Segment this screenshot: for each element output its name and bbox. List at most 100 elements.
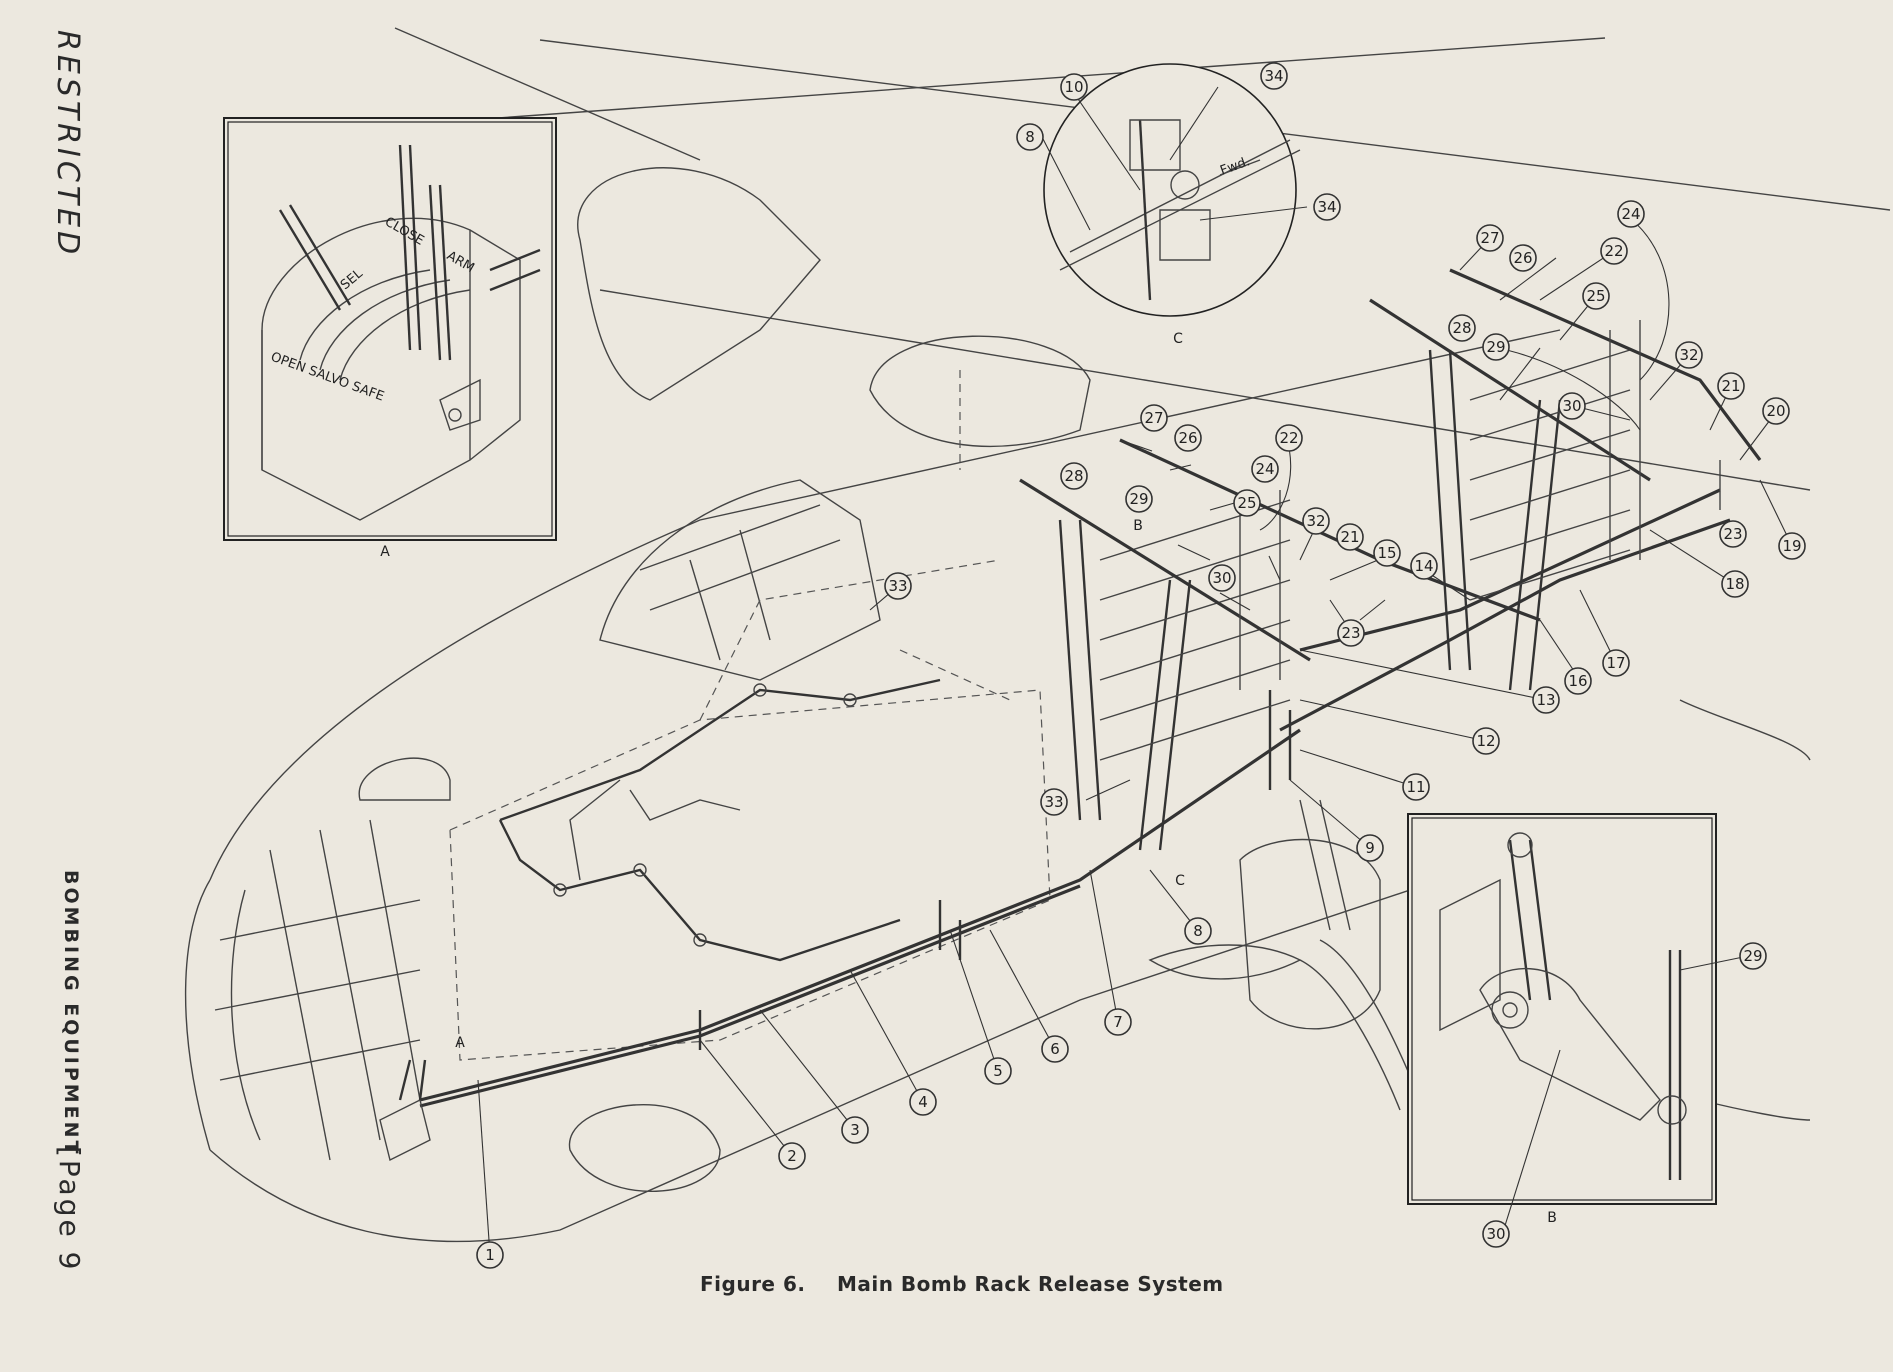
view-marker-b: B [1133,518,1143,534]
svg-text:24: 24 [1255,460,1274,478]
inset-c-detail: Fwd. C [1043,63,1301,347]
callout-4: 4 [909,1088,937,1116]
svg-text:25: 25 [1237,494,1256,512]
callout-26: 26 [1509,244,1537,272]
cable-system [498,678,941,962]
svg-text:26: 26 [1178,429,1197,447]
callout-22: 22 [1600,237,1628,265]
inset-b-detail: B [1407,813,1717,1226]
callout-32-fwd: 32 [1302,507,1330,535]
svg-text:29: 29 [1743,947,1762,965]
callout-30: 30 [1558,392,1586,420]
callout-8: 8 [1184,917,1212,945]
aircraft-outline [184,27,1891,1243]
svg-text:23: 23 [1723,525,1742,543]
callout-13: 13 [1532,686,1560,714]
callout-23: 23 [1719,520,1747,548]
callout-20: 20 [1762,397,1790,425]
callout-33-rack: 33 [1040,788,1068,816]
callout-22-fwd: 22 [1275,424,1303,452]
inset-b-letter: B [1547,1210,1557,1226]
callout-34-top: 34 [1260,62,1288,90]
svg-text:29: 29 [1486,338,1505,356]
figure-caption: Figure 6. Main Bomb Rack Release System [700,1272,1300,1296]
callout-24: 24 [1617,200,1645,228]
bomb-rack-aft [1369,268,1762,691]
callout-12: 12 [1472,727,1500,755]
svg-text:33: 33 [888,577,907,595]
callout-26-fwd: 26 [1174,424,1202,452]
callout-25-fwd: 25 [1233,489,1261,517]
figure-title: Main Bomb Rack Release System [836,1272,1224,1296]
callout-11: 11 [1402,773,1430,801]
svg-text:28: 28 [1452,319,1471,337]
view-marker-c: C [1175,873,1185,889]
callout-30-fwd: 30 [1208,564,1236,592]
svg-text:8: 8 [1025,128,1035,146]
svg-text:10: 10 [1064,78,1083,96]
callout-29-fwd: 29 [1125,485,1153,513]
callout-9: 9 [1356,834,1384,862]
svg-text:34: 34 [1264,67,1283,85]
svg-text:13: 13 [1536,691,1555,709]
svg-text:19: 19 [1782,537,1801,555]
callout-8-inset-c: 8 [1016,123,1044,151]
figure-number: Figure 6. [700,1272,806,1296]
callout-29: 29 [1482,333,1510,361]
svg-text:34: 34 [1317,198,1336,216]
svg-text:33: 33 [1044,793,1063,811]
svg-text:22: 22 [1279,429,1298,447]
inset-a-control-handle: OPEN SALVO SAFE SEL CLOSE ARM A [223,117,557,560]
callout-34-bottom: 34 [1313,193,1341,221]
inset-c-letter: C [1173,331,1183,347]
svg-text:17: 17 [1606,654,1625,672]
callout-27: 27 [1476,224,1504,252]
callout-3: 3 [841,1116,869,1144]
callout-1: 1 [476,1241,504,1269]
callout-14: 14 [1410,552,1438,580]
callout-23-fwd: 23 [1337,619,1365,647]
svg-text:18: 18 [1725,575,1744,593]
svg-text:6: 6 [1050,1040,1060,1058]
svg-text:21: 21 [1340,528,1359,546]
svg-text:24: 24 [1621,205,1640,223]
view-marker-a: A [455,1035,465,1051]
svg-text:30: 30 [1212,569,1231,587]
svg-text:21: 21 [1721,377,1740,395]
svg-text:22: 22 [1604,242,1623,260]
callout-18: 18 [1721,570,1749,598]
svg-text:32: 32 [1306,512,1325,530]
svg-text:32: 32 [1679,346,1698,364]
callout-5: 5 [984,1057,1012,1085]
svg-text:30: 30 [1486,1225,1505,1243]
svg-text:30: 30 [1562,397,1581,415]
bomb-control-handle-nose [379,1059,431,1162]
svg-text:28: 28 [1064,467,1083,485]
svg-text:3: 3 [850,1121,860,1139]
callout-16: 16 [1564,667,1592,695]
svg-text:2: 2 [787,1147,797,1165]
svg-text:16: 16 [1568,672,1587,690]
svg-text:15: 15 [1377,544,1396,562]
svg-text:27: 27 [1144,409,1163,427]
callout-30-inset-b: 30 [1482,1220,1510,1248]
svg-text:8: 8 [1193,922,1203,940]
svg-text:27: 27 [1480,229,1499,247]
svg-text:14: 14 [1414,557,1433,575]
callout-21-fwd: 21 [1336,523,1364,551]
svg-text:7: 7 [1113,1013,1123,1031]
callout-2: 2 [778,1142,806,1170]
svg-text:25: 25 [1586,287,1605,305]
callout-10: 10 [1060,73,1088,101]
callout-7: 7 [1104,1008,1132,1036]
callout-27-fwd: 27 [1140,404,1168,432]
svg-text:12: 12 [1476,732,1495,750]
svg-text:26: 26 [1513,249,1532,267]
svg-text:11: 11 [1406,778,1425,796]
svg-text:1: 1 [485,1246,495,1264]
inset-a-letter: A [380,544,390,560]
callout-6: 6 [1041,1035,1069,1063]
callout-24-fwd: 24 [1251,455,1279,483]
